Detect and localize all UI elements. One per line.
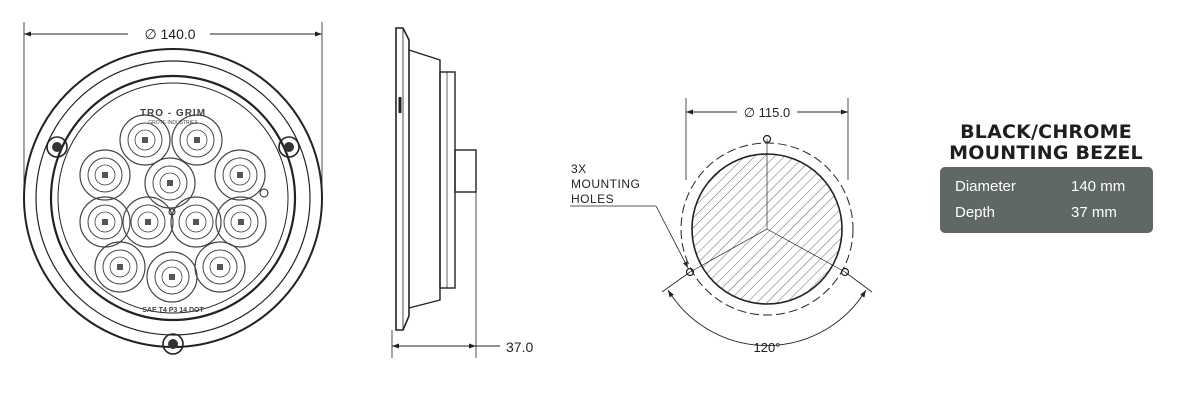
mounting-hole-icon	[685, 267, 695, 277]
angle-arc	[667, 289, 867, 346]
hole-circle-diameter-label: ∅ 115.0	[744, 105, 791, 120]
spec-row-depth: Depth 37 mm	[940, 199, 1153, 225]
front-view	[23, 22, 323, 355]
product-title: BLACK/CHROME MOUNTING BEZEL	[940, 122, 1152, 164]
callout-line-1: 3X	[571, 162, 587, 176]
center-marker-icon	[168, 208, 176, 216]
led-reflector	[171, 114, 223, 166]
connector-plug	[454, 149, 477, 193]
spec-label: Diameter	[955, 177, 1016, 195]
product-title-line-1: BLACK/CHROME	[960, 121, 1132, 143]
led-reflector	[194, 241, 246, 293]
bezel-mounting-hole	[46, 136, 68, 158]
callout-line-3: HOLES	[571, 192, 614, 206]
housing-back	[439, 71, 456, 289]
depth-label: 37.0	[506, 339, 533, 355]
led-reflector	[119, 114, 171, 166]
bezel-inner-ring	[35, 60, 311, 336]
lens-rim	[49, 74, 297, 322]
spec-label: Depth	[955, 203, 996, 221]
led-array	[79, 114, 267, 303]
callout-leader	[655, 205, 689, 269]
lamp-sub-brand-marking: GROTE INDUSTRIES	[148, 120, 198, 126]
lens-edge	[57, 82, 289, 314]
vent-icon	[259, 188, 269, 198]
led-reflector	[94, 241, 146, 293]
led-reflector	[146, 251, 198, 303]
bezel-flange	[395, 27, 410, 331]
mounting-hole-icon	[762, 134, 772, 144]
housing-body	[408, 49, 441, 309]
bezel-mounting-hole	[278, 136, 300, 158]
led-reflector	[214, 149, 266, 201]
lamp-code-marking: SAE T4 P3 14 DOT	[142, 307, 204, 314]
led-reflector	[79, 149, 131, 201]
spec-value: 140 mm	[1071, 177, 1126, 195]
mounting-hole-view	[570, 98, 873, 346]
led-reflector	[215, 196, 267, 248]
product-title-line-2: MOUNTING BEZEL	[949, 142, 1143, 164]
front-diameter-label: ∅ 140.0	[144, 26, 195, 42]
led-reflector	[144, 157, 196, 209]
angle-extension	[661, 271, 691, 293]
center-line	[766, 228, 846, 273]
angle-label: 120°	[754, 340, 781, 355]
lamp-brand-marking: TRO - GRIM	[140, 108, 206, 119]
center-line	[689, 228, 768, 273]
led-reflector	[170, 196, 222, 248]
spec-value: 37 mm	[1071, 203, 1117, 221]
side-view	[391, 27, 500, 358]
spec-panel: Diameter 140 mm Depth 37 mm	[940, 167, 1153, 233]
callout-line-2: MOUNTING	[571, 177, 640, 191]
led-reflector	[122, 196, 174, 248]
bezel-mounting-hole	[162, 333, 184, 355]
mounting-hole-icon	[840, 267, 850, 277]
spec-row-diameter: Diameter 140 mm	[940, 173, 1153, 199]
angle-extension	[844, 271, 873, 293]
